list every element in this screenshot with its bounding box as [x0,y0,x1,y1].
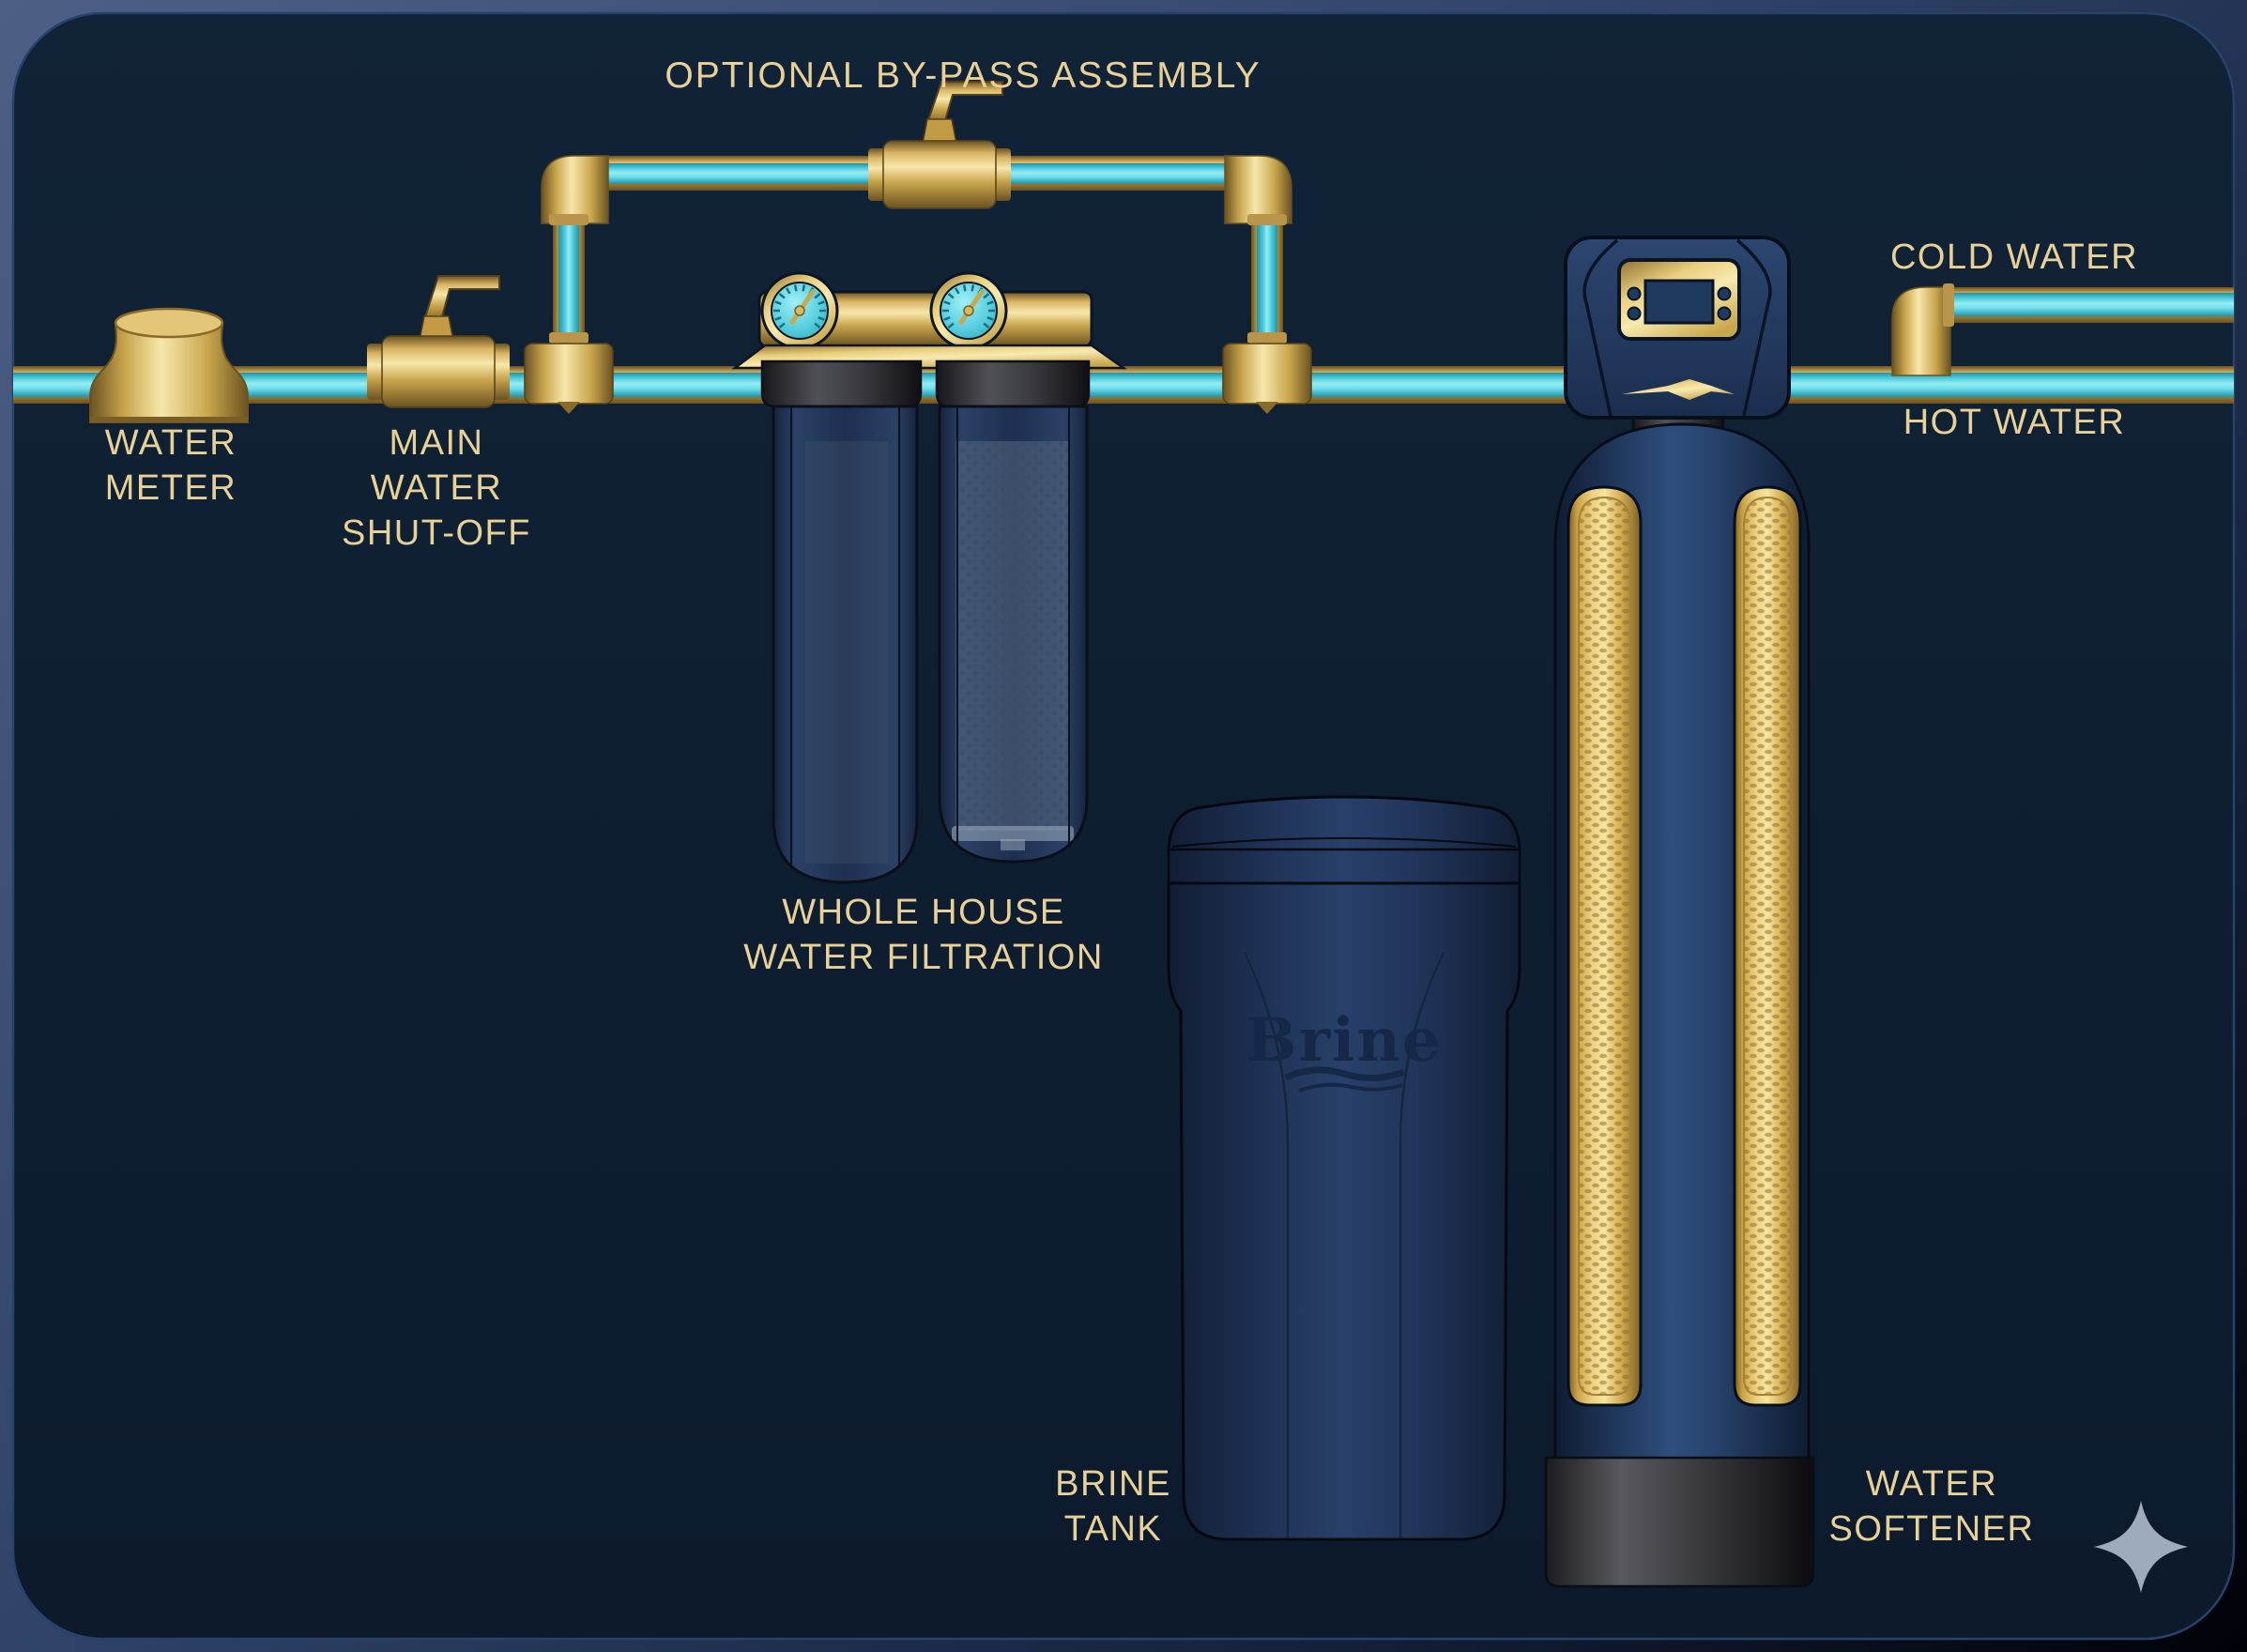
water-meter [89,307,249,423]
label-filtration-2: WATER FILTRATION [743,938,1104,977]
label-water-softener-2: SOFTENER [1829,1509,2035,1549]
control-button [1717,306,1732,321]
pipe-collar [1943,283,1954,327]
label-water-meter-2: METER [105,468,237,508]
cold-water-elbow [1891,286,1951,376]
bypass-assembly [541,81,1292,344]
labels: OPTIONAL BY-PASS ASSEMBLY WATER METER MA… [105,55,2138,1549]
main-shut-off-valve [367,275,510,408]
water-softener [1544,236,1815,1588]
pressure-gauge-right [929,271,1008,350]
control-button [1627,306,1642,321]
label-shut-off-2: WATER [371,468,502,508]
brine-logo: Brine [1246,1005,1442,1076]
control-screen [1643,279,1715,325]
bypass-elbow-right [1224,155,1292,224]
whole-house-filter [731,271,1127,884]
filter-cap-right [935,359,1091,408]
label-filtration-1: WHOLE HOUSE [782,893,1065,932]
chevron-ornament [1622,379,1735,400]
water-meter-top [114,307,224,339]
valve-collar [367,344,384,400]
brine-tank-rim [1167,848,1521,887]
valve-collar [493,344,510,400]
label-water-softener-1: WATER [1866,1464,1997,1504]
bypass-valve-stem [922,118,957,145]
pipe-collar [549,214,588,225]
filter-cartridge [805,441,888,864]
control-button [1717,286,1732,301]
bypass-valve [868,81,1011,209]
label-hot-water: HOT WATER [1903,403,2126,442]
filter-cap-left [760,359,923,408]
label-shut-off-3: SHUT-OFF [342,513,531,553]
bypass-elbow-left [541,155,609,224]
tee-fitting-left [524,343,614,414]
valve-collar [994,148,1011,201]
softener-control-head [1564,236,1791,420]
sparkle-icon [2094,1501,2188,1593]
valve-collar [868,148,885,201]
pipe-collar [1247,332,1287,344]
brine-tank: Brine [1167,795,1521,1541]
bypass-valve-body [882,140,997,209]
label-brine-tank-1: BRINE [1055,1464,1171,1504]
softener-gold-panel-right [1733,485,1802,1407]
cold-water-line [1891,283,2234,376]
label-cold-water: COLD WATER [1890,237,2138,277]
shut-off-valve-body [381,335,496,408]
label-water-meter-1: WATER [105,423,237,463]
pipe-collar [1247,214,1287,225]
brine-tank-lid [1167,795,1521,856]
brine-tank-body [1167,881,1521,1541]
control-button [1627,286,1642,301]
label-brine-tank-2: TANK [1064,1509,1163,1549]
pressure-gauge-left [760,271,839,350]
filter-housing-right [938,405,1089,864]
pipe-collar [549,332,588,344]
tee-fitting-right [1222,343,1312,414]
label-shut-off-1: MAIN [390,423,484,463]
filter-housing-left [772,405,919,884]
title-optional-bypass: OPTIONAL BY-PASS ASSEMBLY [665,55,1261,96]
softener-gold-panel-left [1567,485,1643,1407]
softener-base [1544,1456,1815,1588]
